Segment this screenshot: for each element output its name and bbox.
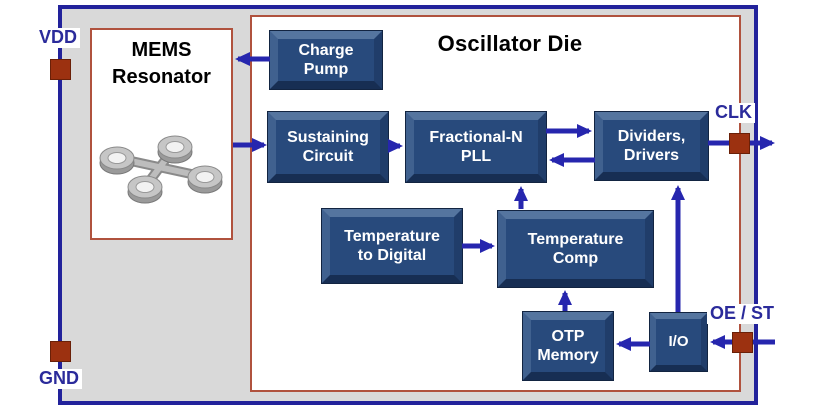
temperature-comp-block: Temperature Comp <box>498 211 653 287</box>
label-line: Sustaining <box>287 128 369 146</box>
label-line: Comp <box>552 250 599 267</box>
label-line: Fractional-N <box>429 128 523 146</box>
label-line: Memory <box>537 347 599 364</box>
mems-resonator-label: MEMS Resonator <box>92 37 231 91</box>
label-line: Circuit <box>302 148 354 165</box>
vdd-pad <box>50 59 71 80</box>
otp-memory-block: OTP Memory <box>523 312 613 380</box>
block-label: I/O <box>668 333 688 351</box>
mems-label-line2: Resonator <box>112 66 211 88</box>
charge-pump-block: Charge Pump <box>270 31 382 89</box>
vdd-pin-label: VDD <box>36 27 81 48</box>
block-label: Sustaining Circuit <box>287 128 369 166</box>
temperature-to-digital-block: Temperature to Digital <box>322 209 462 283</box>
dividers-drivers-block: Dividers, Drivers <box>595 112 708 180</box>
sustaining-circuit-block: Sustaining Circuit <box>268 112 388 182</box>
label-line: Temperature <box>527 230 624 248</box>
block-label: Dividers, Drivers <box>618 127 686 165</box>
label-line: Dividers, <box>617 127 686 145</box>
clk-pad <box>729 133 750 154</box>
mems-label-line1: MEMS <box>131 39 192 61</box>
label-line: I/O <box>668 333 689 350</box>
gnd-pin-label: GND <box>36 368 82 389</box>
block-label: Temperature Comp <box>528 230 624 268</box>
label-line: to Digital <box>357 247 427 264</box>
oscillator-die-title: Oscillator Die <box>437 31 583 56</box>
block-label: Fractional-N PLL <box>429 128 522 166</box>
label-line: Pump <box>303 61 349 78</box>
label-line: Temperature <box>344 227 440 245</box>
fractional-n-pll-block: Fractional-N PLL <box>406 112 546 182</box>
mems-resonator-outline <box>90 28 233 240</box>
io-block: I/O <box>650 313 707 371</box>
mems-resonator-3d-icon <box>99 135 223 204</box>
label-line: Drivers <box>623 147 680 164</box>
label-line: PLL <box>460 148 492 165</box>
clk-pin-label: CLK <box>712 102 755 123</box>
gnd-pad <box>50 341 71 362</box>
label-line: OTP <box>551 327 585 345</box>
block-label: Temperature to Digital <box>344 227 440 265</box>
block-label: Charge Pump <box>298 41 353 79</box>
block-label: OTP Memory <box>537 327 598 365</box>
oe-st-pin-label: OE / ST <box>707 303 778 324</box>
label-line: Charge <box>298 41 354 59</box>
oe-st-pad <box>732 332 753 353</box>
